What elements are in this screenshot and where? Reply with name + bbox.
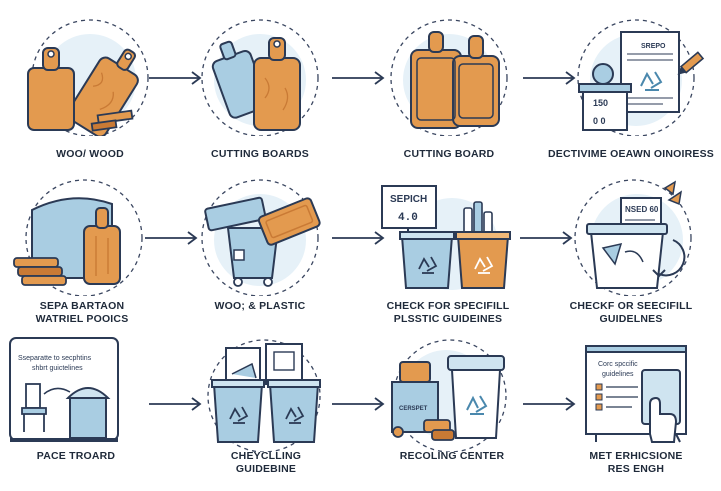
note-line: shbrt guictelines <box>32 365 83 372</box>
sign-value: 4.0 <box>398 212 418 224</box>
machine-label: CERSPET <box>399 406 428 412</box>
note-line: Sseparatte to secphtins <box>18 355 92 362</box>
label-line: WOO; & PLASTIC <box>214 300 306 312</box>
step-label: WOO/ WOOD <box>0 148 180 161</box>
arrow-right-icon <box>518 230 576 251</box>
doc-title: SREPO <box>641 43 666 50</box>
step-wood-plastic: WOO; & PLASTIC <box>170 178 350 338</box>
step-label: CUTTING BOARD <box>359 148 539 161</box>
label-line: PACE TROARD <box>36 450 116 462</box>
arrow-right-icon <box>147 396 205 417</box>
place-board-icon: Sseparatte to secphtins shbrt guicteline… <box>0 334 166 452</box>
step-label: DECTIVIME OEAWN OINOIRESS <box>536 148 721 161</box>
label-line: CHECK FOR SPECIFILL <box>386 300 510 312</box>
label-line: PLSSTIC GUIDEINES <box>393 313 503 325</box>
step-recycling-center: CERSPET RECOLING CENTER <box>362 334 542 484</box>
arrow-right-icon <box>330 230 388 251</box>
label-line: CUTTING BOARDS <box>211 148 309 160</box>
step-label: CHEYCLLING GUIDEBINE <box>176 450 356 476</box>
sign-title: SEPICH <box>390 194 427 205</box>
step-label: CUTTING BOARDS <box>170 148 350 161</box>
recycle-icon <box>285 406 305 424</box>
step-recycling-guide: CHEYCLLING GUIDEBINE <box>176 334 356 484</box>
guidelines-screen-icon: Corc spccific guidelines <box>546 334 721 452</box>
arrow-right-icon <box>330 70 388 91</box>
doc-value-bottom: 0 0 <box>593 116 606 126</box>
step-label: RECOLING CENTER <box>362 450 542 463</box>
recycle-bin-check-icon: NSED 60 <box>541 178 721 296</box>
step-label: CHECKF OR SEECIFILL GUIDELNES <box>541 300 721 326</box>
arrow-right-icon <box>521 396 579 417</box>
step-document: SREPO 150 0 0 <box>541 18 721 168</box>
recycling-bins-icon <box>176 334 356 452</box>
arrow-right-icon <box>330 396 388 417</box>
label-line: GUIDELNES <box>599 313 663 325</box>
step-guidelines-screen: Corc spccific guidelines MET ERHICSIONE … <box>546 334 721 484</box>
step-check-plastic: SEPICH 4.0 <box>358 178 538 338</box>
step-label: MET ERHICSIONE RES ENGH <box>546 450 721 476</box>
label-line: RECOLING CENTER <box>399 450 505 462</box>
step-wood: WOO/ WOOD <box>0 18 180 168</box>
recycle-icon <box>466 395 488 415</box>
sign-title: NSED 60 <box>625 205 659 214</box>
arrow-right-icon <box>147 70 205 91</box>
label-line: SEPA BARTAON <box>39 300 125 312</box>
recycle-icon <box>474 256 494 274</box>
label-line: DECTIVIME OEAWN OINOIRESS <box>547 148 715 160</box>
arrow-right-icon <box>143 230 201 251</box>
recycle-bins-sign-icon: SEPICH 4.0 <box>358 178 538 296</box>
step-check-guidelines: NSED 60 CHECKF OR SEECIFILL GUIDELNES <box>541 178 721 338</box>
document-recycle-icon: SREPO 150 0 0 <box>541 18 721 136</box>
wood-boards-icon <box>0 18 180 136</box>
label-line: MET ERHICSIONE <box>589 450 683 462</box>
label-line: RES ENGH <box>607 463 665 475</box>
recycle-icon <box>418 256 438 274</box>
step-place-board: Sseparatte to secphtins shbrt guicteline… <box>0 334 166 484</box>
arrow-right-icon <box>521 70 579 91</box>
step-label: SEPA BARTAON WATRIEL POOICS <box>0 300 172 326</box>
label-line: CHEYCLLING <box>230 450 302 462</box>
label-line: CHECKF OR SEECIFILL <box>569 300 693 312</box>
doc-value-top: 150 <box>593 98 608 108</box>
recycling-center-icon: CERSPET <box>362 334 542 452</box>
label-line: WOO/ WOOD <box>56 148 124 160</box>
step-label: CHECK FOR SPECIFILL PLSSTIC GUIDEINES <box>358 300 538 326</box>
cutting-board-icon <box>359 18 539 136</box>
label-line: GUIDEBINE <box>235 463 297 475</box>
step-cutting-boards: CUTTING BOARDS <box>170 18 350 168</box>
note-line: guidelines <box>602 371 634 378</box>
cutting-boards-icon <box>170 18 350 136</box>
label-line: WATRIEL POOICS <box>35 313 129 325</box>
recycle-icon <box>229 406 249 424</box>
label-line: CUTTING BOARD <box>403 148 495 160</box>
separate-materials-icon <box>0 178 172 296</box>
step-label: PACE TROARD <box>0 450 166 463</box>
note-line: Corc spccific <box>598 361 638 368</box>
wood-plastic-bin-icon <box>170 178 350 296</box>
step-separate: SEPA BARTAON WATRIEL POOICS <box>0 178 172 338</box>
step-cutting-board: CUTTING BOARD <box>359 18 539 168</box>
recycle-icon <box>640 71 663 91</box>
step-label: WOO; & PLASTIC <box>170 300 350 313</box>
